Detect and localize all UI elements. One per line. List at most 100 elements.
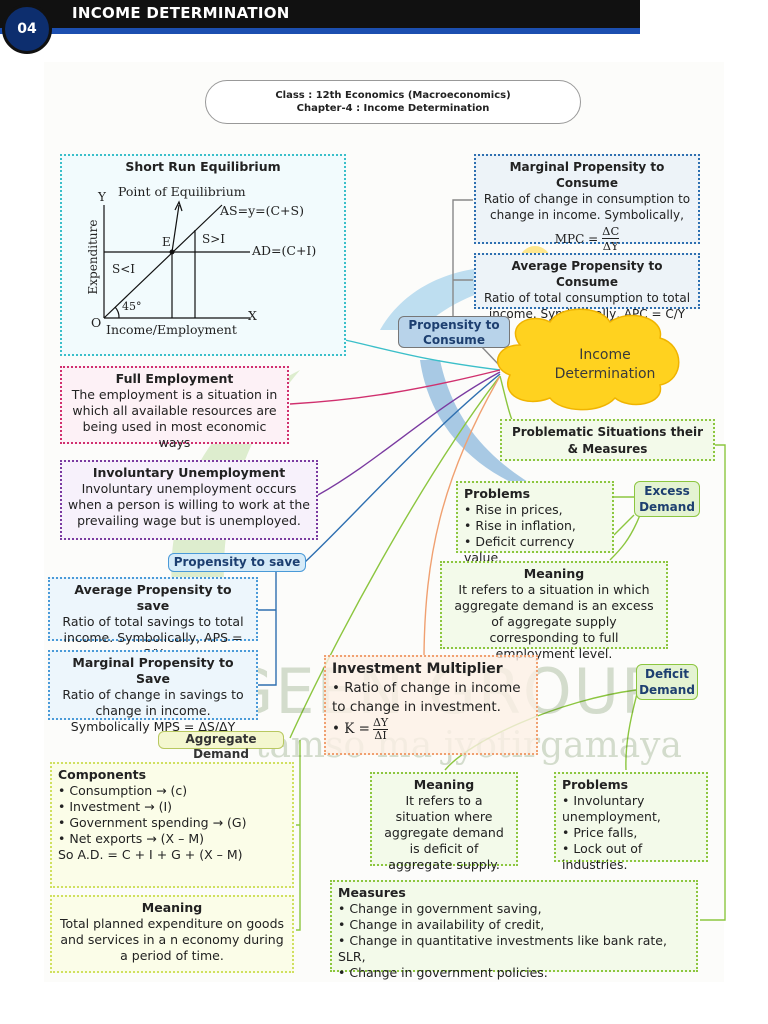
excess-meaning-text: It refers to a situation in which aggreg… [454,582,654,661]
measures-box: Measures • Change in government saving, … [330,880,698,980]
multiplier-denominator: ΔI [374,729,387,742]
link-full-employment [289,369,501,405]
excess-problems-title: Problems [464,486,531,501]
measures-title: Measures [338,885,406,900]
involuntary-box: Involuntary Unemployment Involuntary une… [60,460,318,540]
mps-box: Marginal Propensity to Save Ratio of cha… [48,650,258,734]
deficit-problems-title: Problems [562,777,629,792]
multiplier-title: Investment Multiplier [332,661,503,677]
mpc-title: Marginal Propensity to Consume [509,160,665,190]
link-equilibrium [344,339,501,371]
involuntary-title: Involuntary Unemployment [92,465,286,480]
origin-label: O [91,315,102,330]
point-of-equilibrium-label: Point of Equilibrium [118,184,246,199]
excess-problems-box: Problems • Rise in prices, • Rise in inf… [456,481,614,565]
mpc-text: Ratio of change in consumption to change… [483,192,691,222]
deficit-meaning-text: It refers to a situation where aggregate… [384,793,504,872]
mpc-formula: MPC = ΔC ΔY [482,224,692,253]
deficit-problem-item: • Lock out of industries. [562,841,643,872]
center-title: Income Determination [554,347,656,382]
link-mpc-apc [452,199,473,318]
propensity-to-save-node: Propensity to save [168,553,306,572]
apc-text: Ratio of total consumption to total inco… [483,291,691,321]
multiplier-box: Investment Multiplier • Ratio of change … [324,655,538,755]
e-label: E [162,235,171,249]
multiplier-formula-lhs: • K = [332,721,370,737]
header-bar [0,0,640,28]
ad-label: AD=(C+I) [252,243,317,258]
class-info-box: Class : 12th Economics (Macroeconomics) … [205,80,581,124]
link-propensity-consume [479,344,501,367]
deficit-demand-node: Deficit Demand [636,664,698,700]
components-item: • Consumption → (c) [58,783,188,798]
deficit-problem-item: • Involuntary unemployment, [562,793,661,824]
multiplier-numerator: ΔY [372,716,389,730]
mps-title: Marginal Propensity to Save [72,655,234,686]
excess-demand-node: Excess Demand [634,481,700,517]
income-employment-label: Income/Employment [106,322,237,337]
class-line: Class : 12th Economics (Macroeconomics) [275,90,511,101]
excess-meaning-box: Meaning It refers to a situation in whic… [440,561,668,661]
measures-item: • Change in government saving, [338,901,542,916]
aps-box: Average Propensity to save Ratio of tota… [48,577,258,661]
link-problematic [499,375,513,421]
aps-title: Average Propensity to save [74,582,232,613]
mpc-numerator: ΔC [602,224,620,239]
full-employment-title: Full Employment [115,371,234,386]
measures-item: • Change in availability of credit, [338,917,545,932]
components-item: So A.D. = C + I + G + (X – M) [58,847,243,862]
components-item: • Government spending → (G) [58,815,247,830]
full-employment-text: The employment is a situation in which a… [71,387,278,450]
s-lt-i-label: S<I [112,262,136,276]
excess-problem-item: • Rise in prices, [464,502,563,517]
expenditure-label: Expenditure [86,219,100,295]
header-accent-bar [0,28,640,34]
deficit-problems-box: Problems • Involuntary unemployment, • P… [554,772,708,872]
link-measures [700,444,726,921]
deficit-meaning-box: Meaning It refers to a situation where a… [370,772,518,872]
link-components-meaning [296,740,301,931]
excess-meaning-title: Meaning [523,566,585,581]
measures-item: • Change in government policies. [338,965,548,980]
link-excess-branches [609,496,641,561]
equilibrium-title: Short Run Equilibrium [125,159,281,174]
mpc-formula-lhs: MPC = [554,231,599,246]
deficit-problem-item: • Price falls, [562,825,638,840]
chapter-title: INCOME DETERMINATION [72,4,290,22]
angle-label: 45° [122,300,142,313]
aggregate-demand-node: Aggregate Demand [158,731,284,761]
as-label: AS=y=(C+S) [220,203,304,218]
measures-item: • Change in quantitative investments lik… [338,933,667,964]
apc-box: Average Propensity to Consume Ratio of t… [474,253,700,321]
problematic-box: Problematic Situations their & Measures [500,419,715,461]
components-item: • Investment → (I) [58,799,173,814]
multiplier-formula: • K = ΔY ΔI [332,717,530,742]
full-employment-box: Full Employment The employment is a situ… [60,366,289,450]
excess-problem-item: • Rise in inflation, [464,518,576,533]
mpc-box: Marginal Propensity to Consume Ratio of … [474,154,700,253]
multiplier-text: • Ratio of change in income to change in… [332,680,521,715]
s-gt-i-label: S>I [202,232,226,246]
propensity-to-consume-node: Propensity to Consume [398,316,510,348]
link-aps-mps [258,570,277,686]
components-item: • Net exports → (X – M) [58,831,204,846]
logo-swoosh-green [171,370,300,640]
components-title: Components [58,767,147,782]
x-axis-label: X [248,308,257,323]
link-propensity-save [304,373,501,563]
mps-text: Ratio of change in savings to change in … [62,687,244,734]
logo-swoosh-blue-2 [420,360,560,500]
logo-swoosh-blue [380,266,600,330]
link-involuntary [317,371,501,496]
chapter-badge: 04 [2,4,52,54]
ad-meaning-title: Meaning [141,900,203,915]
ad-meaning-box: Meaning Total planned expenditure on goo… [50,895,294,973]
y-axis-label: Y [98,190,106,204]
link-multiplier [423,375,501,656]
link-aggregate-demand [289,375,501,739]
chapter-line: Chapter-4 : Income Determination [296,103,490,114]
multiplier-fraction: ΔY ΔI [372,716,389,742]
mpc-fraction: ΔC ΔY [602,224,620,253]
ad-meaning-text: Total planned expenditure on goods and s… [59,916,285,963]
aps-text: Ratio of total savings to total income. … [62,614,244,661]
